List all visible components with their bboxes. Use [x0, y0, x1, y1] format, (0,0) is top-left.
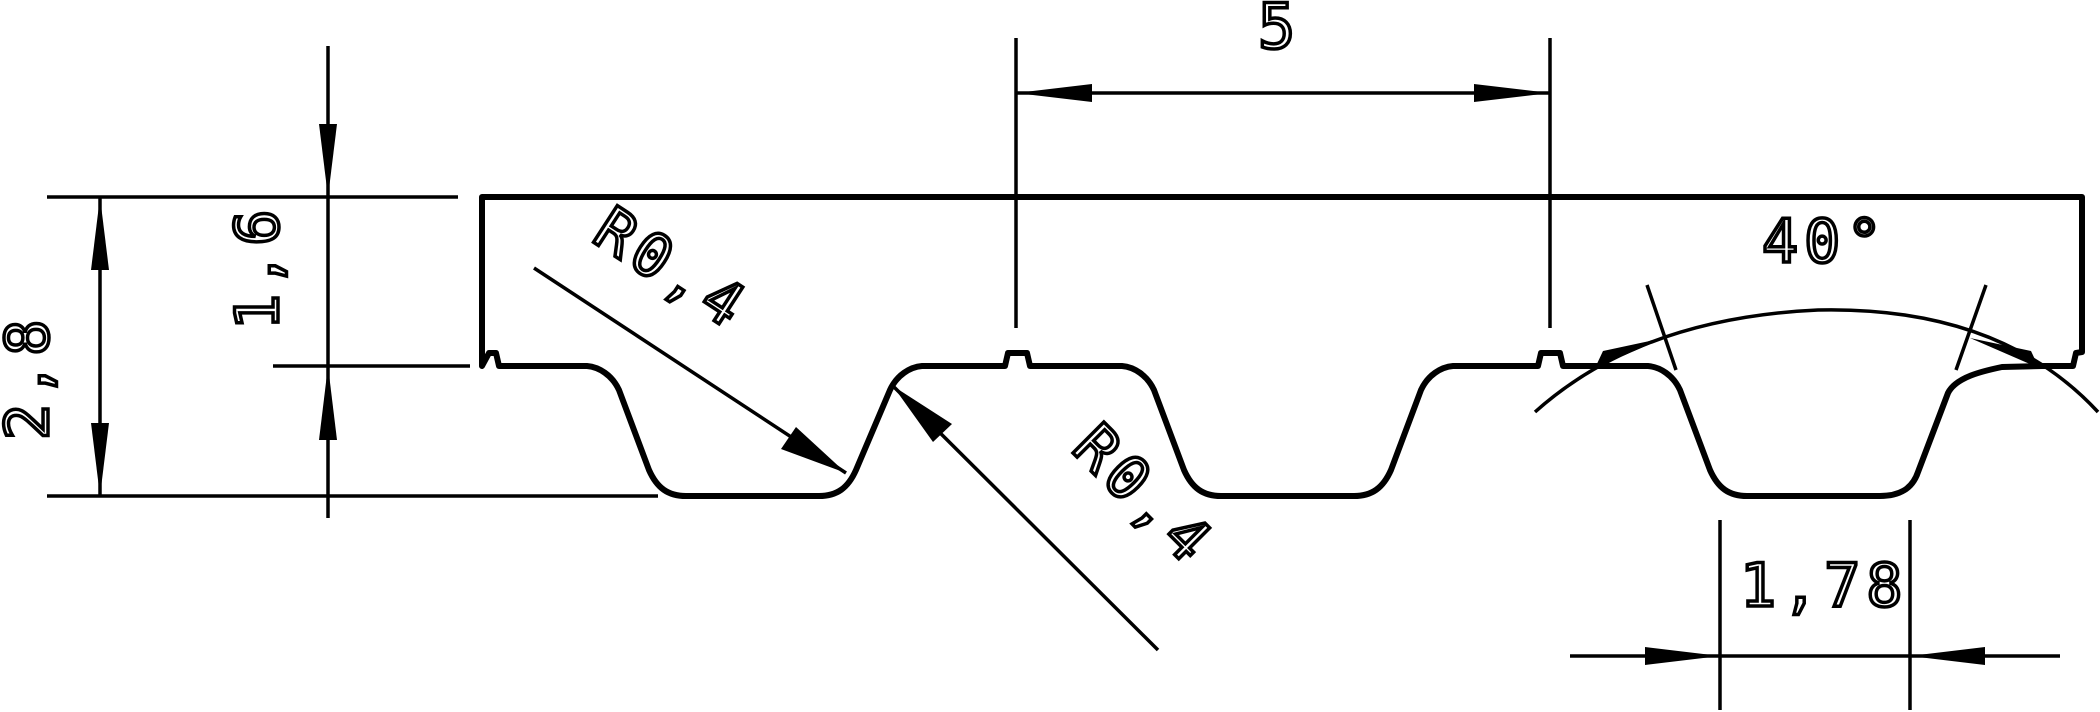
arrowhead — [1016, 84, 1092, 102]
angle-arc — [1533, 308, 2100, 414]
arrowhead — [91, 197, 109, 270]
arrowhead — [781, 427, 846, 473]
arrowhead — [1595, 338, 1664, 368]
flank-ext-left — [1645, 284, 1678, 371]
dim-label-pitch: 5 — [1258, 0, 1301, 63]
arrowhead — [893, 386, 952, 442]
arrowhead — [1910, 647, 1985, 665]
belt-outline — [479, 194, 2085, 499]
arrowhead — [1474, 84, 1550, 102]
arrowhead — [91, 423, 109, 496]
dim-label-total-height: 2,8 — [0, 314, 63, 440]
arrowhead — [1970, 338, 2039, 368]
dim-label-radius-top: R0,4 — [582, 194, 761, 344]
arrowhead — [1645, 647, 1720, 665]
arrowhead — [319, 366, 337, 440]
dim-label-tooth-width: 1,78 — [1740, 551, 1909, 621]
dim-label-angle: 40° — [1762, 207, 1888, 277]
arrowhead — [319, 124, 337, 197]
dim-label-belt-height: 1,6 — [223, 204, 293, 330]
flank-ext-right — [1954, 284, 1988, 371]
